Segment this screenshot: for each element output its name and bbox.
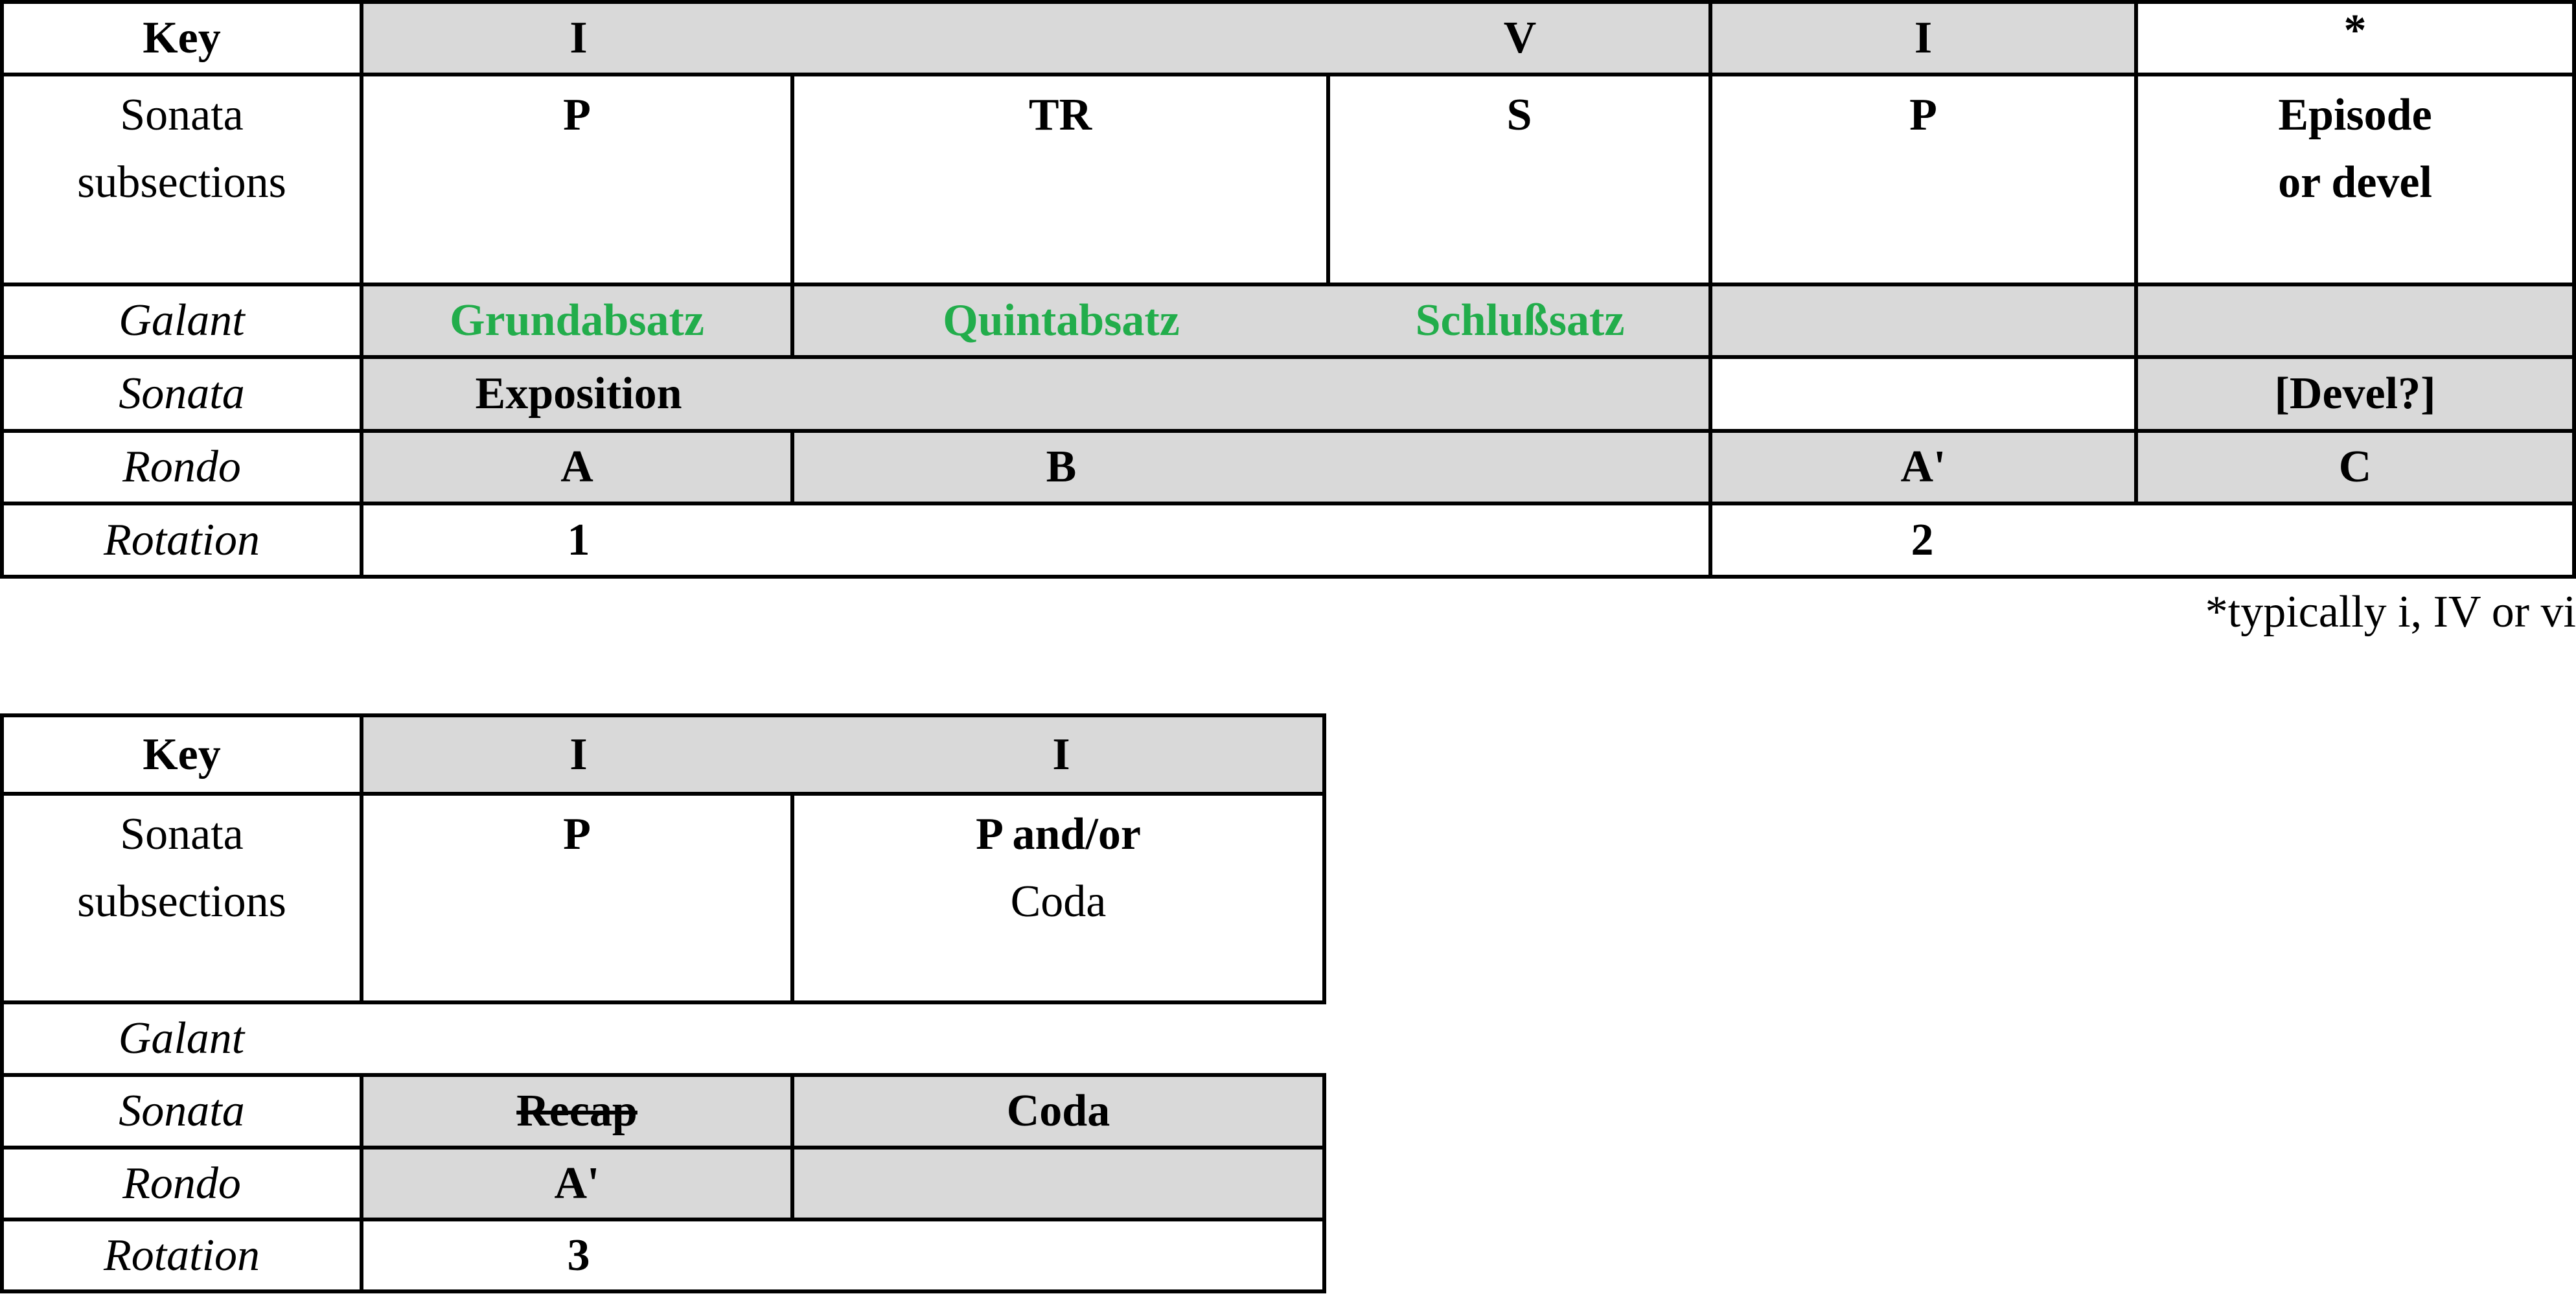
sonata-section: Coda	[1006, 1086, 1110, 1136]
galant-term: Schlußsatz	[1415, 295, 1625, 345]
key-value: I	[1914, 13, 1933, 63]
row-label-galant: Galant	[0, 283, 363, 359]
row-label-rotation: Rotation	[0, 1218, 363, 1293]
galant-cell: Quintabsatz Schlußsatz	[790, 283, 1712, 359]
subsection-cell: P	[360, 73, 794, 286]
subsection-cell: S	[1326, 73, 1712, 286]
label: Key	[143, 13, 221, 63]
subsection-line: Episode	[2278, 90, 2432, 140]
subsection: P	[1909, 90, 1937, 140]
rondo-cell: A'	[1708, 429, 2138, 505]
label: Rotation	[103, 1230, 260, 1280]
label: Rondo	[122, 1158, 241, 1208]
subsection-cell: P	[1708, 73, 2138, 286]
label: Galant	[119, 295, 245, 345]
subsection: TR	[1028, 90, 1092, 140]
galant-cell-empty	[1708, 283, 2138, 359]
row-label-sonata: Sonata	[0, 355, 363, 433]
subsection-line: Coda	[1010, 877, 1107, 927]
row-label-rondo: Rondo	[0, 1146, 363, 1221]
label-line: subsections	[77, 157, 286, 207]
key-value: V	[1503, 13, 1537, 63]
rondo-section: A	[560, 442, 593, 492]
sonata-cell: Exposition	[360, 355, 1712, 433]
rondo-cell: A	[360, 429, 794, 505]
subsection: Episode or devel	[2278, 82, 2432, 216]
label-line: subsections	[77, 877, 286, 927]
rondo-section: C	[2338, 442, 2372, 492]
rotation-cell: 1	[360, 502, 1712, 579]
galant-cell: Grundabsatz	[360, 283, 794, 359]
subsection-cell: P	[360, 792, 794, 1004]
galant-cell-empty	[2134, 283, 2576, 359]
rotation-number: 2	[1911, 514, 1934, 565]
rondo-section: A'	[1900, 442, 1946, 492]
rondo-section: A'	[554, 1158, 600, 1208]
label: Sonata	[119, 1086, 245, 1136]
subsection-cell: Episode or devel	[2134, 73, 2576, 286]
sonata-cell-empty	[1708, 355, 2138, 433]
footnote: *typically i, IV or vi	[2205, 587, 2576, 637]
rondo-section: B	[1046, 442, 1077, 492]
row-label-subsections: Sonata subsections	[0, 792, 363, 1004]
rondo-cell: B	[790, 429, 1712, 505]
rondo-cell: A'	[360, 1146, 794, 1221]
sonata-cell: [Devel?]	[2134, 355, 2576, 433]
key-cell: *	[2134, 0, 2576, 76]
rondo-cell: C	[2134, 429, 2576, 505]
row-label-sonata: Sonata	[0, 1073, 363, 1150]
row-label-key: Key	[0, 713, 363, 796]
sonata-section: Exposition	[475, 369, 682, 419]
key-cell: I	[1708, 0, 2138, 76]
subsection-line: or devel	[2278, 157, 2432, 207]
label-line: Sonata	[120, 90, 244, 140]
galant-term: Quintabsatz	[943, 295, 1180, 345]
rotation-cell: 2	[1708, 502, 2576, 579]
sonata-section: Recap	[516, 1086, 638, 1136]
sonata-section: [Devel?]	[2274, 369, 2436, 419]
rotation-number: 1	[567, 514, 590, 565]
row-label-galant: Galant	[0, 1000, 1326, 1077]
label: Rondo	[122, 442, 241, 492]
row-label-rondo: Rondo	[0, 429, 363, 505]
key-value: I	[569, 729, 588, 780]
subsection-line: P and/or	[976, 809, 1141, 859]
label: Key	[143, 729, 221, 780]
label: Galant	[118, 1013, 245, 1063]
key-cell: I V	[360, 0, 1712, 76]
label: Sonata	[119, 369, 245, 419]
sonata-cell: Coda	[790, 1073, 1326, 1150]
galant-term: Grundabsatz	[450, 295, 704, 345]
subsection: P	[563, 90, 591, 140]
key-value: I	[1052, 729, 1070, 780]
row-label-key: Key	[0, 0, 363, 76]
rondo-cell-empty	[790, 1146, 1326, 1221]
subsection-cell: TR	[790, 73, 1330, 286]
rotation-cell: 3	[360, 1218, 1326, 1293]
row-label-rotation: Rotation	[0, 502, 363, 579]
key-value: *	[2343, 6, 2367, 56]
rotation-number: 3	[567, 1230, 590, 1280]
label: Sonata subsections	[77, 82, 286, 216]
label: Sonata subsections	[77, 801, 286, 936]
subsection: S	[1506, 90, 1532, 140]
key-cell: I I	[360, 713, 1326, 796]
sonata-cell: Recap	[360, 1073, 794, 1150]
row-label-subsections: Sonata subsections	[0, 73, 363, 286]
label: Rotation	[103, 514, 260, 565]
key-value: I	[569, 13, 588, 63]
subsection: P	[563, 809, 591, 859]
label-line: Sonata	[120, 809, 244, 859]
